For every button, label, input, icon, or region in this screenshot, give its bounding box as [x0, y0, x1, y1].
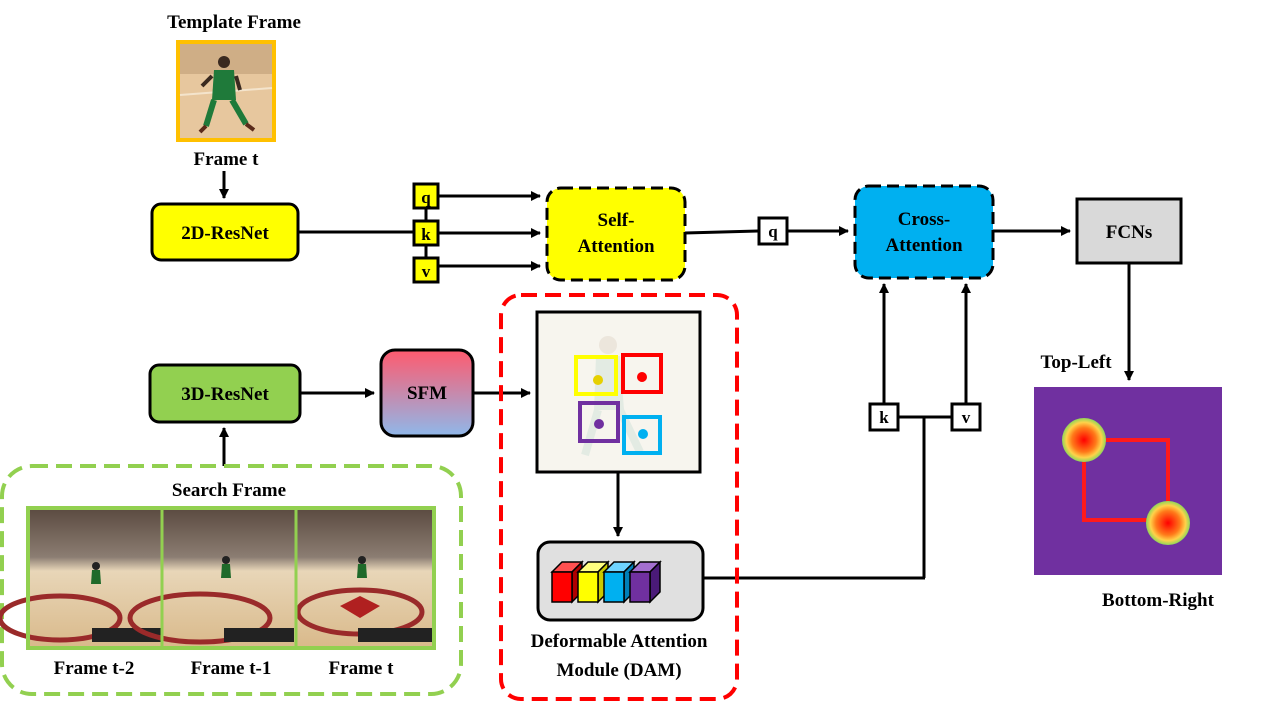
search-frame-t-image [295, 508, 434, 648]
template-frame-image [176, 40, 276, 142]
search-frame-t2-image [0, 508, 162, 648]
svg-text:v: v [422, 262, 431, 281]
dam-label-line2: Module (DAM) [556, 660, 681, 681]
token-k-cross: k [868, 402, 900, 432]
frame-t-top-label: Frame t [194, 149, 260, 170]
bottom-right-label: Bottom-Right [1102, 590, 1215, 611]
search-frame-t1-image [127, 508, 296, 648]
resnet-3d-block: 3D-ResNet [148, 363, 302, 424]
fcns-block: FCNs [1075, 197, 1183, 265]
svg-text:k: k [421, 225, 431, 244]
cross-attention-label-1: Cross- [898, 209, 950, 230]
feature-cube-purple [628, 560, 662, 604]
fcns-label: FCNs [1106, 222, 1152, 243]
top-left-label: Top-Left [1040, 352, 1112, 373]
svg-text:v: v [962, 408, 971, 427]
svg-text:k: k [879, 408, 889, 427]
frame-t2-label: Frame t-2 [54, 658, 135, 679]
search-frame-label: Search Frame [172, 480, 286, 501]
token-v-cross: v [950, 402, 982, 432]
svg-text:q: q [421, 188, 431, 207]
token-q-cross: q [757, 216, 789, 246]
resnet-2d-block: 2D-ResNet [150, 202, 300, 262]
self-attention-block: Self- Attention [545, 186, 687, 282]
search-frames-strip [0, 506, 436, 650]
token-k-self: k [412, 219, 440, 247]
resnet-3d-label: 3D-ResNet [181, 384, 269, 405]
bottom-right-heat-point [1146, 501, 1190, 545]
template-frame-label: Template Frame [167, 12, 301, 33]
sfm-block: SFM [379, 348, 475, 438]
dam-region [499, 293, 739, 701]
svg-text:q: q [768, 222, 778, 241]
dam-label-line1: Deformable Attention [531, 631, 708, 652]
dam-block [536, 540, 705, 622]
cross-attention-block: Cross- Attention [853, 184, 995, 280]
self-attention-label-1: Self- [598, 210, 635, 231]
frame-t-label: Frame t [329, 658, 395, 679]
cross-attention-label-2: Attention [885, 235, 962, 256]
self-attention-label-2: Attention [577, 236, 654, 257]
deformable-sampling-image [535, 310, 702, 474]
resnet-2d-label: 2D-ResNet [181, 223, 269, 244]
sfm-label: SFM [407, 383, 447, 404]
output-heatmap [1034, 387, 1222, 575]
token-q-self: q [412, 182, 440, 210]
top-left-heat-point [1062, 418, 1106, 462]
frame-t1-label: Frame t-1 [191, 658, 272, 679]
token-v-self: v [412, 256, 440, 284]
search-frame-region [0, 464, 463, 696]
